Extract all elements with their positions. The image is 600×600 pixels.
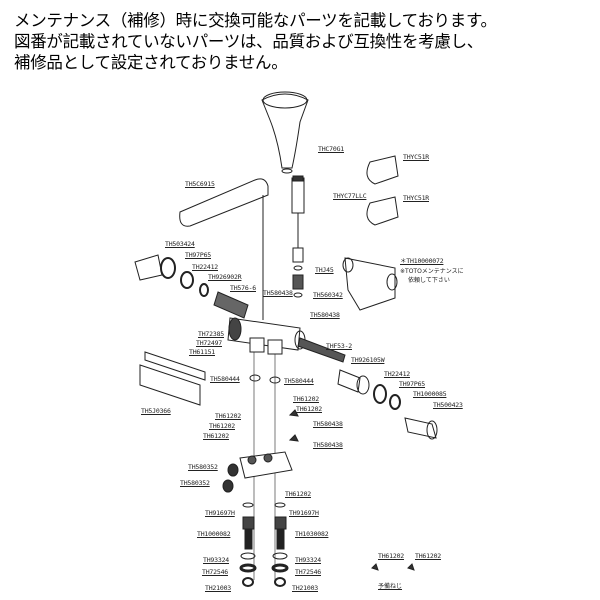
- part-label: TH61202: [285, 490, 311, 498]
- part-label: TH91697H: [205, 509, 235, 517]
- shower-head-drawing: [261, 91, 309, 174]
- part-label: TH91697H: [289, 509, 319, 517]
- part-label: TH97P65: [185, 251, 211, 259]
- part-label: TH61202: [293, 395, 319, 403]
- part-label: TH580438: [310, 311, 340, 319]
- part-label: THYC51R: [403, 153, 429, 161]
- holders-drawing: [366, 155, 399, 226]
- part-label: TH61202: [215, 412, 241, 420]
- mixer-body-drawing: [227, 317, 346, 363]
- part-label: ＊TH10000072: [400, 257, 444, 265]
- shelf-drawing: [139, 351, 206, 406]
- part-label: TH580352: [188, 463, 218, 471]
- cover-drawing: [342, 257, 398, 311]
- legs-drawing: [239, 502, 289, 587]
- right-handle-drawing: [337, 369, 438, 440]
- part-label: THYC77LLC: [333, 192, 367, 200]
- part-label: TH72497: [196, 339, 222, 347]
- part-label: THF53-2: [326, 342, 352, 350]
- left-handle-drawing: [134, 254, 249, 319]
- part-label: TH926105W: [351, 356, 385, 364]
- part-label: TH72385: [198, 330, 224, 338]
- part-label: TH61202: [415, 552, 441, 560]
- part-label: TH500423: [433, 401, 463, 409]
- part-label: TH580438: [313, 441, 343, 449]
- notice-line-1: メンテナンス（補修）時に交換可能なパーツを記載しております。: [14, 11, 497, 30]
- part-label: TH61202: [209, 422, 235, 430]
- part-label: TH926902R: [208, 273, 242, 281]
- part-label: TH72546: [295, 568, 321, 576]
- spout-drawing: [179, 178, 269, 320]
- part-label: TH22412: [384, 370, 410, 378]
- part-label: TH576-6: [230, 284, 256, 292]
- cover-note: 依頼して下さい: [408, 277, 450, 284]
- part-label: TH580444: [284, 377, 314, 385]
- part-label: TH61202: [203, 432, 229, 440]
- part-label: TH580444: [210, 375, 240, 383]
- part-label: THJ45: [315, 266, 334, 274]
- part-label: TH503424: [165, 240, 195, 248]
- part-label: TH61202: [378, 552, 404, 560]
- part-label: TH1000082: [197, 530, 231, 538]
- spare-screw-note: 予備ねじ: [378, 583, 403, 590]
- part-label: TH5C6915: [185, 180, 215, 188]
- part-label: THC70G1: [318, 145, 344, 153]
- part-label: TH5J0366: [141, 407, 171, 415]
- part-label: TH61202: [296, 405, 322, 413]
- part-label: TH560342: [313, 291, 343, 299]
- cover-note: ※TOTOメンテナンスに: [400, 268, 464, 275]
- part-label: TH93324: [203, 556, 229, 564]
- part-label: TH72546: [202, 568, 228, 576]
- part-label: TH21003: [205, 584, 231, 592]
- part-label: THYC51R: [403, 194, 429, 202]
- part-label: TH21003: [292, 584, 318, 592]
- valve-block-drawing: [222, 409, 299, 493]
- hose-drawing: [291, 175, 305, 298]
- maintenance-notice: メンテナンス（補修）時に交換可能なパーツを記載しております。 図番が記載されてい…: [14, 10, 497, 73]
- notice-line-2: 図番が記載されていないパーツは、品質および互換性を考慮し、: [14, 32, 483, 51]
- part-label: TH580438: [313, 420, 343, 428]
- notice-line-3: 補修品として設定されておりません。: [14, 53, 288, 72]
- part-label: TH1000085: [413, 390, 447, 398]
- part-label: TH1030082: [295, 530, 329, 538]
- part-label: TH61151: [189, 348, 215, 356]
- part-label: TH580352: [180, 479, 210, 487]
- spare-screws-drawing: [371, 563, 415, 571]
- part-label: TH22412: [192, 263, 218, 271]
- part-label: TH97P65: [399, 380, 425, 388]
- part-label: TH580438: [263, 289, 293, 297]
- part-label: TH93324: [295, 556, 321, 564]
